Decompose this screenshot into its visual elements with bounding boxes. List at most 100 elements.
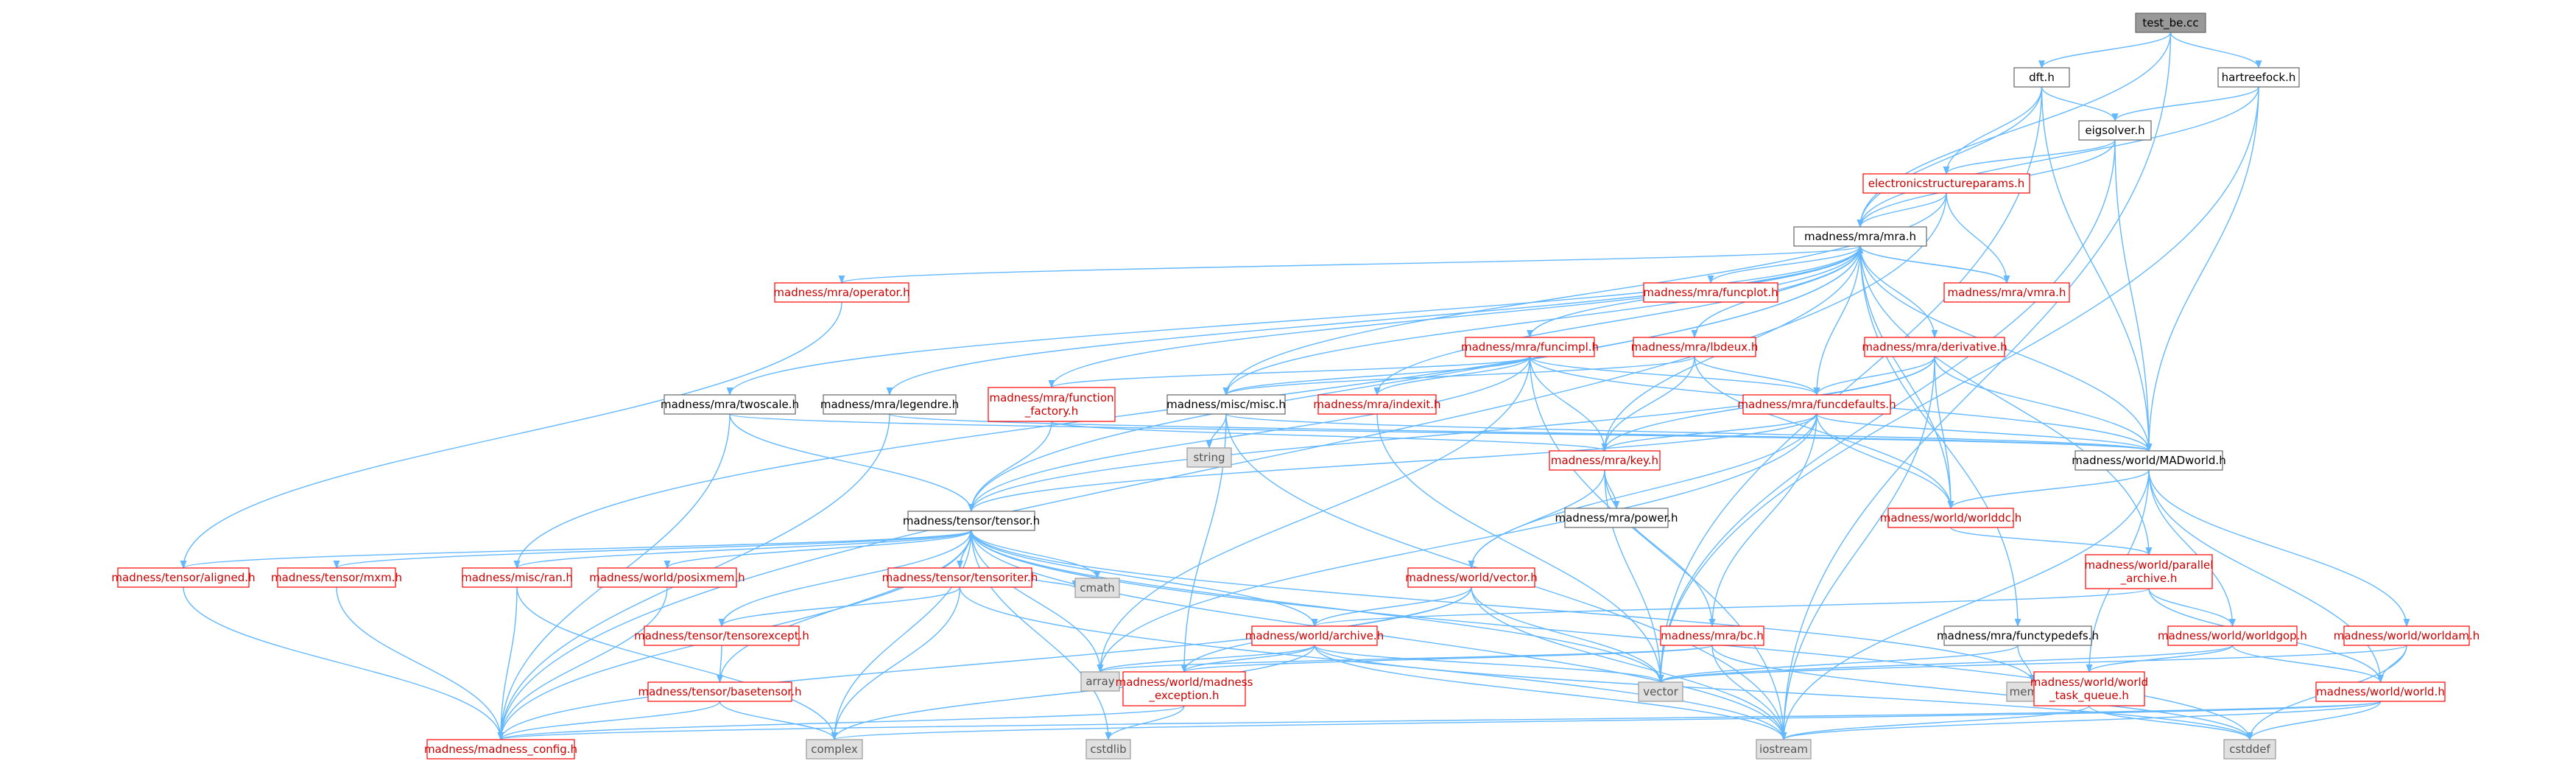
edge-mra-to-funcfactory [1048, 245, 1861, 389]
node-key[interactable]: madness/mra/key.h [1549, 450, 1661, 471]
node-label-complex: complex [811, 743, 858, 756]
node-basetensor[interactable]: madness/tensor/basetensor.h [638, 681, 802, 702]
node-cmath: cmath [1074, 578, 1120, 598]
node-funcfactory[interactable]: madness/mra/function_factory.h [988, 387, 1116, 422]
edge-tensoriter-to-complex [831, 586, 961, 741]
edge-mra-to-miscmisc [1222, 245, 1861, 396]
node-string: string [1186, 447, 1232, 468]
node-label-cstdlib: cstdlib [1090, 743, 1126, 756]
node-label-twoscale: madness/mra/twoscale.h [661, 398, 799, 411]
node-label-taskqueue: madness/world/world [2030, 676, 2148, 689]
node-power[interactable]: madness/mra/power.h [1555, 508, 1678, 528]
node-parallel[interactable]: madness/world/parallel_archive.h [2085, 554, 2214, 589]
node-label-dft: dft.h [2029, 71, 2055, 84]
node-mra[interactable]: madness/mra/mra.h [1793, 226, 1927, 247]
node-bc[interactable]: madness/mra/bc.h [1660, 625, 1764, 646]
node-box-parallel [2085, 554, 2213, 589]
node-funcdefaults[interactable]: madness/mra/funcdefaults.h [1737, 394, 1896, 415]
node-funcplot[interactable]: madness/mra/funcplot.h [1643, 282, 1778, 303]
node-tensorexcept[interactable]: madness/tensor/tensorexcept.h [634, 625, 809, 646]
edge-archive-to-cstddef [1314, 645, 2253, 741]
edge-derivative-to-madworld [1934, 356, 2153, 452]
node-box-derivative [1864, 337, 2005, 357]
node-cstdlib: cstdlib [1085, 739, 1131, 760]
node-posixmem[interactable]: madness/world/posixmem.h [589, 567, 745, 588]
node-ecp[interactable]: electronicstructureparams.h [1862, 173, 2030, 194]
node-lbdeux[interactable]: madness/mra/lbdeux.h [1631, 337, 1759, 357]
node-archive[interactable]: madness/world/archive.h [1245, 625, 1384, 646]
edge-tensoriter-to-tensorexcept [718, 586, 961, 628]
node-tensoriter[interactable]: madness/tensor/tensoriter.h [882, 567, 1038, 588]
edge-worldgop-to-world [2231, 645, 2384, 684]
node-aligned[interactable]: madness/tensor/aligned.h [111, 567, 256, 588]
node-label-funcdefaults: madness/mra/funcdefaults.h [1737, 398, 1896, 411]
node-label-config: madness/madness_config.h [424, 743, 577, 757]
node-eigsolver[interactable]: eigsolver.h [2078, 120, 2152, 141]
node-worldgop[interactable]: madness/world/worldgop.h [2158, 625, 2307, 646]
edge-funcfactory-to-tensor [968, 421, 1052, 513]
edge-mra-to-functypedefs [1859, 245, 2021, 628]
edge-derivative-to-tensor [968, 356, 1935, 513]
node-box-basetensor [647, 681, 792, 702]
node-test_be[interactable]: test_be.cc [2135, 13, 2206, 33]
node-config[interactable]: madness/madness_config.h [424, 739, 577, 760]
node-vmra[interactable]: madness/mra/vmra.h [1943, 282, 2070, 303]
node-box-worlddam [2343, 625, 2470, 646]
edge-madexc-to-cstdlib [1105, 705, 1185, 741]
node-box-array [1080, 671, 1120, 692]
edge-funcdefaults-to-worlddc [1816, 413, 1954, 510]
edge-tensor-to-archive [971, 530, 1318, 628]
node-madworld[interactable]: madness/world/MADworld.h [2072, 450, 2226, 471]
edge-funcimpl-to-funcfactory [1048, 356, 1531, 389]
node-functypedefs[interactable]: madness/mra/functypedefs.h [1937, 625, 2099, 646]
edge-tensor-to-aligned [180, 530, 972, 569]
node-hartreefock[interactable]: hartreefock.h [2217, 67, 2300, 88]
node-madexc[interactable]: madness/world/madness_exception.h [1116, 671, 1253, 706]
node-label-taskqueue: _task_queue.h [2049, 689, 2129, 703]
node-box-tensor [907, 511, 1035, 531]
node-box-indexit [1317, 394, 1437, 415]
node-funcimpl[interactable]: madness/mra/funcimpl.h [1461, 337, 1599, 357]
nodes-layer: test_be.cc dft.h hartreefock.h eigsolver.h e… [111, 13, 2480, 760]
edge-worldgop-to-taskqueue [2086, 645, 2234, 673]
edge-funcimpl-to-array [1097, 356, 1531, 673]
node-worlddc[interactable]: madness/world/worlddc.h [1880, 508, 2021, 528]
edge-vector_h-to-config [497, 586, 1472, 741]
edge-twoscale-to-tensor [729, 413, 975, 513]
node-indexit[interactable]: madness/mra/indexit.h [1313, 394, 1441, 415]
node-box-worlddc [1887, 508, 2014, 528]
node-box-worldgop [2167, 625, 2298, 646]
edge-derivative-to-iostream [1780, 356, 1935, 741]
node-label-tensoriter: madness/tensor/tensoriter.h [882, 571, 1038, 584]
node-taskqueue[interactable]: madness/world/world_task_queue.h [2030, 671, 2148, 706]
edge-funcimpl-to-miscmisc [1222, 356, 1531, 396]
node-label-power: madness/mra/power.h [1555, 511, 1678, 525]
node-dft[interactable]: dft.h [2013, 67, 2070, 88]
node-box-mxm [277, 567, 396, 588]
edge-parallel-to-archive [1312, 588, 2150, 628]
node-box-taskqueue [2033, 671, 2145, 706]
edge-hartreefock-to-vector [1657, 86, 2259, 684]
node-derivative[interactable]: madness/mra/derivative.h [1862, 337, 2007, 357]
node-world[interactable]: madness/world/world.h [2315, 681, 2446, 702]
node-vector_h[interactable]: madness/world/vector.h [1405, 567, 1538, 588]
node-box-bc [1660, 625, 1764, 646]
node-box-key [1549, 450, 1661, 471]
edge-mxm-to-config [336, 586, 504, 741]
node-worlddam[interactable]: madness/world/worldam.h [2334, 625, 2480, 646]
node-operator[interactable]: madness/mra/operator.h [773, 282, 910, 303]
edge-world-to-complex [831, 701, 2382, 741]
node-label-aligned: madness/tensor/aligned.h [111, 571, 255, 584]
edge-funcimpl-to-iostream [1529, 356, 1787, 741]
node-twoscale[interactable]: madness/mra/twoscale.h [661, 394, 799, 415]
node-legendre[interactable]: madness/mra/legendre.h [820, 394, 959, 415]
node-tensor[interactable]: madness/tensor/tensor.h [903, 511, 1040, 531]
node-array: array [1080, 671, 1120, 692]
node-label-worldgop: madness/world/worldgop.h [2158, 629, 2307, 642]
edge-tensor-to-complex [831, 530, 972, 741]
node-mxm[interactable]: madness/tensor/mxm.h [271, 567, 402, 588]
node-miscmisc[interactable]: madness/misc/misc.h [1166, 394, 1286, 415]
edge-tensor-to-vector [971, 530, 1664, 684]
node-ran[interactable]: madness/misc/ran.h [461, 567, 573, 588]
edge-miscmisc-to-string [1206, 413, 1227, 449]
